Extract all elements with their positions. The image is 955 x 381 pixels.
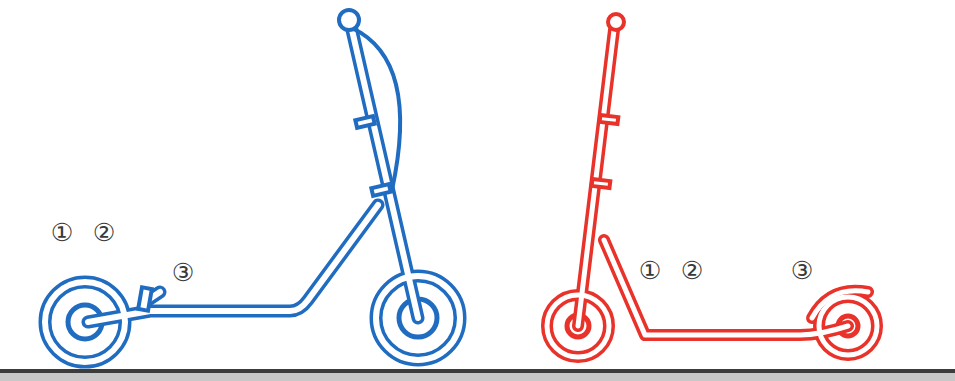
- ground: [0, 370, 955, 381]
- large-scooter-details: [138, 10, 400, 311]
- stem-clamp: [355, 116, 374, 128]
- callout-number: ③: [791, 258, 813, 283]
- callout-number: ②: [93, 220, 115, 245]
- stem-clamp: [600, 115, 619, 124]
- stem: [352, 30, 418, 318]
- handle-fender: [352, 28, 400, 190]
- callout-number: ①: [639, 258, 661, 283]
- small-scooter: [547, 30, 877, 357]
- stem-clamp: [592, 179, 611, 188]
- deck: [88, 205, 378, 322]
- brake-lever: [138, 287, 152, 310]
- callout-number: ②: [681, 258, 703, 283]
- callout-number: ①: [51, 220, 73, 245]
- large-scooter: [45, 30, 460, 362]
- small-scooter-details: [592, 14, 624, 188]
- callout-number: ③: [172, 260, 194, 285]
- handlebar-end: [339, 10, 359, 30]
- stem-clamp: [371, 184, 390, 196]
- handlebar-end: [608, 14, 624, 30]
- ground-line: [0, 369, 955, 373]
- stem: [578, 30, 614, 326]
